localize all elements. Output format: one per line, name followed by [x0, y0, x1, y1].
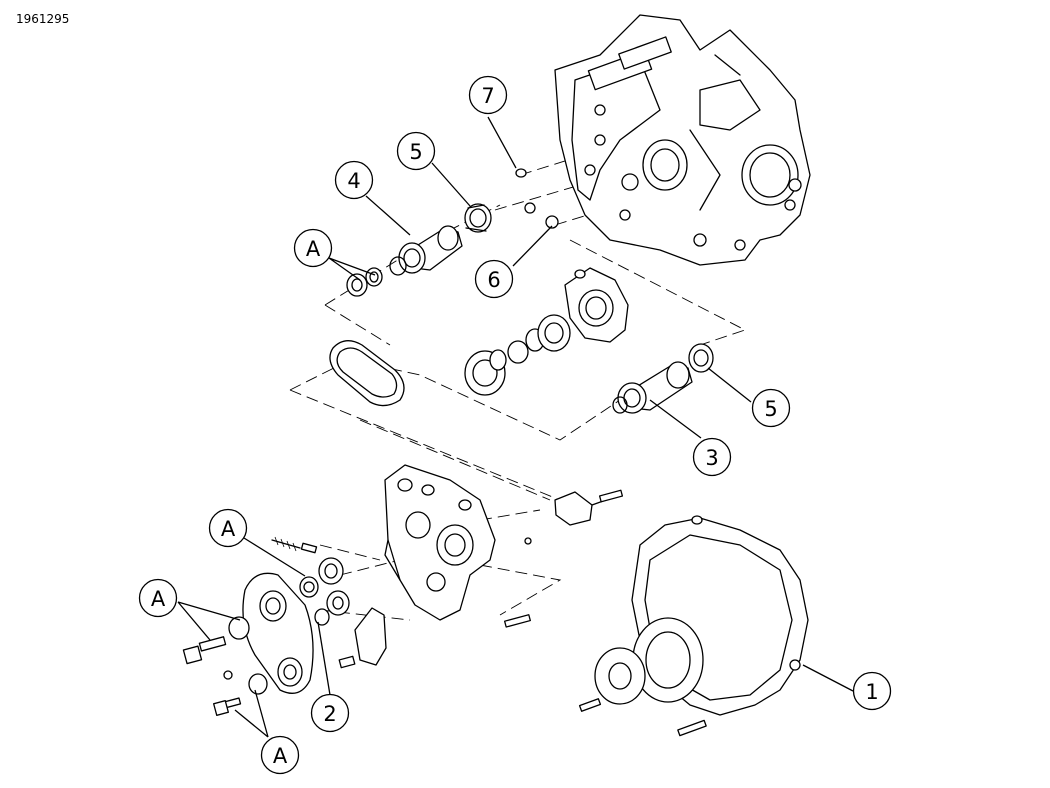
- callout-3: 3: [692, 437, 732, 477]
- cam-chain: [329, 340, 405, 407]
- needle-bearing-upper: [464, 203, 492, 233]
- bearing-stack: [464, 314, 571, 396]
- chain-tensioner: [554, 489, 624, 526]
- callout-4-label: 4: [347, 169, 360, 193]
- callout-4: 4: [334, 160, 374, 200]
- cam-support-plate: [384, 464, 496, 621]
- callout-3-label: 3: [705, 446, 718, 470]
- spring-and-pin: [271, 536, 318, 554]
- callout-5-upper: 5: [396, 131, 436, 171]
- callout-a-lower-label: A: [273, 744, 288, 768]
- cam-cover: [631, 515, 809, 716]
- callout-a-lower: A: [260, 735, 300, 775]
- chain-guide: [354, 607, 387, 666]
- callout-a-middle: A: [208, 508, 248, 548]
- washers-upper: [346, 267, 383, 297]
- callout-5-lower-label: 5: [764, 397, 777, 421]
- camshaft-rear: [389, 225, 463, 276]
- callout-a-upper: A: [293, 228, 333, 268]
- crankcase: [554, 14, 811, 266]
- needle-bearing-lower: [688, 343, 714, 373]
- callout-a-upper-label: A: [306, 237, 321, 261]
- callout-a-middle-label: A: [221, 517, 236, 541]
- bolts: [182, 537, 707, 737]
- callout-7-label: 7: [481, 84, 494, 108]
- callout-a-left: A: [138, 578, 178, 618]
- sprocket-flange: [594, 647, 646, 705]
- callout-6: 6: [474, 259, 514, 299]
- camshaft-front: [612, 361, 693, 414]
- callout-2: 2: [310, 693, 350, 733]
- callout-a-left-label: A: [151, 587, 166, 611]
- leader-lines: [177, 116, 854, 738]
- figure-id: 1961295: [16, 12, 70, 26]
- callout-6-label: 6: [487, 268, 500, 292]
- washers-lower: [299, 557, 350, 626]
- callout-5-lower: 5: [751, 388, 791, 428]
- callout-1: 1: [852, 671, 892, 711]
- cam-support-housing: [564, 267, 629, 343]
- o-rings: [515, 168, 559, 229]
- callout-7: 7: [468, 75, 508, 115]
- callout-5-upper-label: 5: [409, 140, 422, 164]
- primary-chain-sprockets: [242, 572, 314, 694]
- callout-2-label: 2: [323, 702, 336, 726]
- callout-1-label: 1: [865, 680, 878, 704]
